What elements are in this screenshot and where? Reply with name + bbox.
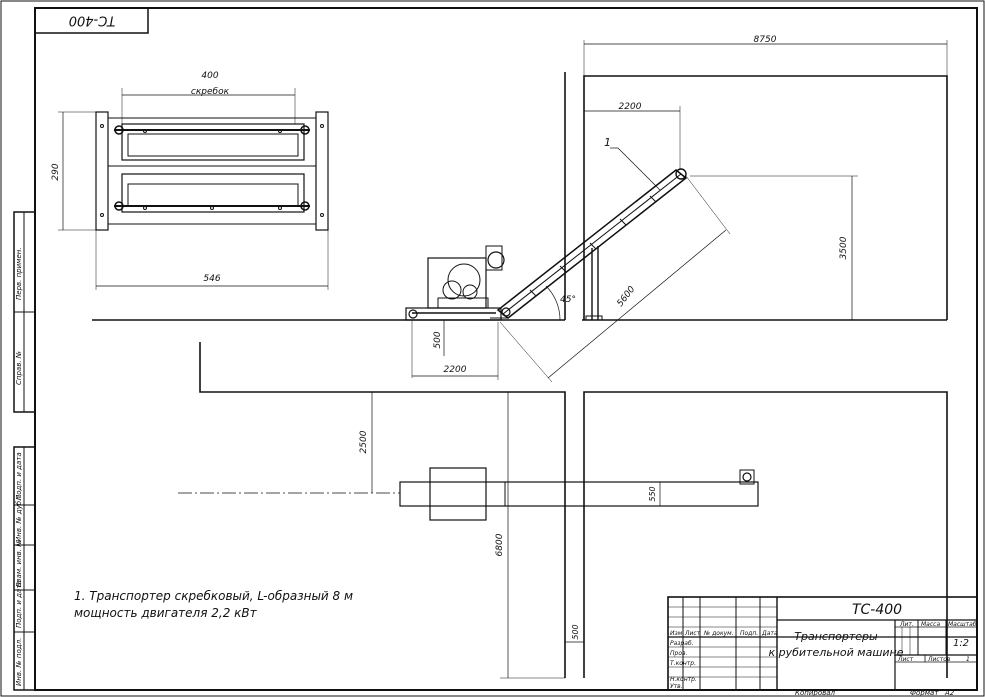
- tb-col-date: Дата: [761, 630, 778, 637]
- cross-section-view: 400 скребок 290 546: [51, 71, 329, 290]
- tb-role-approve: Утв.: [670, 683, 683, 690]
- tb-lit-label: Лит.: [899, 621, 914, 628]
- tb-col-izm: Изм.: [670, 630, 684, 637]
- tb-role-ncontrol: Н.контр.: [670, 676, 697, 683]
- tb-name-line-1: Транспортеры: [794, 630, 878, 643]
- tb-sheets-label: Листов: [927, 656, 951, 663]
- plan-conveyor: [399, 481, 759, 507]
- base-conveyor: [405, 307, 502, 321]
- dim-section-height: 290: [51, 163, 61, 180]
- dim-offset-top: 2500: [359, 430, 369, 453]
- strip-label-orig: Инв. № подл.: [15, 638, 23, 686]
- note-line-1: 1. Транспортер скребковый, L-образный 8 …: [74, 589, 353, 603]
- tb-format-label: Формат: [910, 689, 939, 697]
- tb-mass-label: Масса: [921, 621, 940, 628]
- tb-col-sign: Подп.: [740, 630, 758, 637]
- dim-base-width: 2200: [444, 365, 467, 375]
- note-line-2: мощность двигателя 2,2 кВт: [74, 606, 258, 620]
- tb-col-doc: № докум.: [703, 630, 734, 637]
- tb-name-line-2: к рубительной машине: [768, 646, 903, 659]
- strip-label-first-use: Перв. примен.: [15, 247, 23, 300]
- tb-copied-label: Копировал: [795, 689, 836, 697]
- tb-sheets-value: 1: [966, 656, 970, 663]
- dim-total-width: 8750: [754, 35, 777, 45]
- strip-label-replace: Взам. инв. №: [15, 539, 23, 587]
- callout-number: 1: [604, 136, 611, 149]
- tb-format-value: А2: [944, 689, 955, 697]
- plan-view: 550 2500 6800 500: [178, 342, 948, 679]
- tb-designation: TC-400: [852, 602, 902, 618]
- strip-label-dup: Инв. № дубл.: [15, 494, 23, 542]
- tb-role-tcontrol: Т.контр.: [670, 660, 696, 667]
- tb-scale-value: 1:2: [953, 638, 969, 649]
- dim-chute: 550: [648, 486, 657, 501]
- dim-offset-small: 500: [571, 624, 580, 639]
- motor: [485, 245, 503, 271]
- dim-left-offset: 2200: [619, 102, 642, 112]
- dim-section-width-sub: скребок: [191, 87, 230, 97]
- dim-section-total: 546: [203, 274, 220, 284]
- dim-offset-vert: 6800: [495, 533, 505, 556]
- inner-frame: [34, 7, 978, 691]
- tb-scale-label: Масштаб: [948, 621, 977, 628]
- corner-stamp-text: TC-400: [69, 13, 116, 28]
- title-block: Изм. Лист № докум. Подп. Дата Разраб. Пр…: [667, 596, 978, 697]
- dim-base-height: 500: [433, 331, 443, 348]
- corner-stamp: TC-400: [34, 7, 149, 34]
- dim-angle: 45°: [560, 295, 576, 305]
- dim-height: 3500: [839, 236, 849, 259]
- tb-col-list: Лист: [684, 630, 701, 637]
- dim-section-width: 400: [201, 71, 218, 81]
- tb-sheet-label: Лист: [897, 656, 914, 663]
- tb-role-checker: Пров.: [670, 650, 688, 657]
- plan-chipper: [429, 467, 487, 521]
- strip-label-ref: Справ. №: [15, 351, 23, 385]
- strip-label-sign-2: Подп. и дата: [15, 580, 23, 628]
- dim-length: 5600: [615, 284, 637, 308]
- tb-role-developer: Разраб.: [670, 640, 694, 647]
- strip-label-sign-1: Подп. и дата: [15, 452, 23, 500]
- left-strip: Перв. примен. Справ. № Подп. и дата Инв.…: [13, 211, 36, 691]
